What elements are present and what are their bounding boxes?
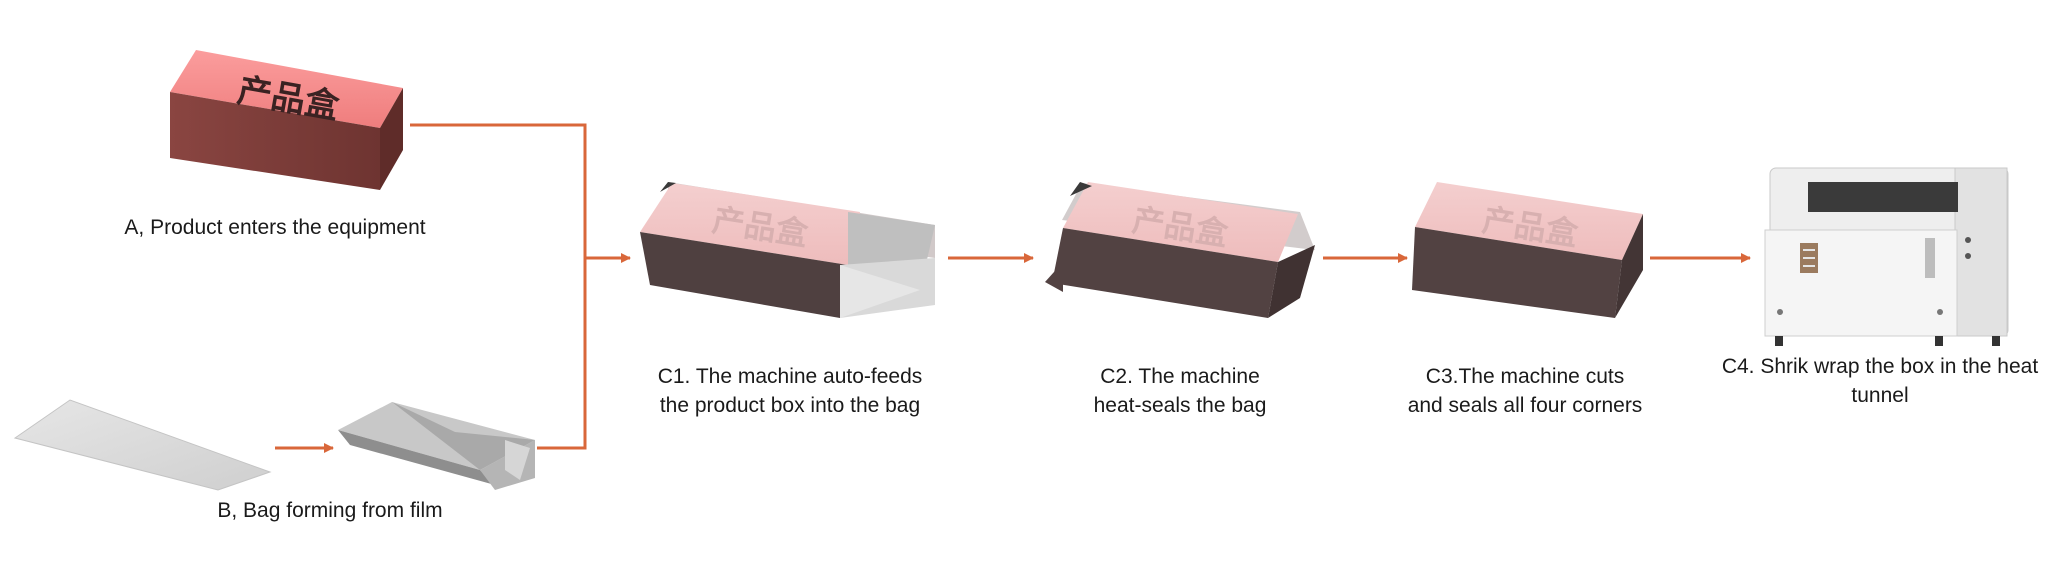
- step-c3-line2: and seals all four corners: [1407, 394, 1643, 417]
- product-box-icon: 产品盒: [170, 50, 403, 190]
- step-b-label: B, Bag forming from film: [180, 496, 480, 525]
- step-b-text: B, Bag forming from film: [217, 499, 443, 522]
- bagged-box-icon: 产品盒: [640, 182, 935, 318]
- shrink-tunnel-machine-icon: [1764, 167, 2009, 346]
- connector-a: [410, 123, 631, 263]
- cut-box-icon: 产品盒: [1412, 182, 1643, 318]
- flow-connectors: [275, 123, 1751, 453]
- formed-bag-icon: [338, 402, 535, 490]
- step-c4-line2: tunnel: [1851, 384, 1909, 407]
- step-c1-line1: C1. The machine auto-feeds: [657, 365, 923, 388]
- step-c4-line1: C4. Shrik wrap the box in the heat: [1721, 355, 2039, 378]
- step-c1-label: C1. The machine auto-feeds the product b…: [630, 362, 950, 420]
- step-c2-line1: C2. The machine: [1100, 365, 1260, 388]
- step-a-text: A, Product enters the equipment: [124, 216, 426, 239]
- step-c3-label: C3.The machine cuts and seals all four c…: [1390, 362, 1660, 420]
- connector-b: [537, 258, 587, 450]
- step-c1-line2: the product box into the bag: [659, 394, 921, 417]
- sealed-box-icon: 产品盒: [1045, 182, 1315, 318]
- flat-film-icon: [13, 399, 272, 491]
- step-c3-line1: C3.The machine cuts: [1425, 365, 1625, 388]
- step-c2-label: C2. The machine heat-seals the bag: [1060, 362, 1300, 420]
- step-c2-line2: heat-seals the bag: [1093, 394, 1267, 417]
- step-c4-label: C4. Shrik wrap the box in the heat tunne…: [1715, 352, 2045, 410]
- step-a-label: A, Product enters the equipment: [110, 213, 440, 242]
